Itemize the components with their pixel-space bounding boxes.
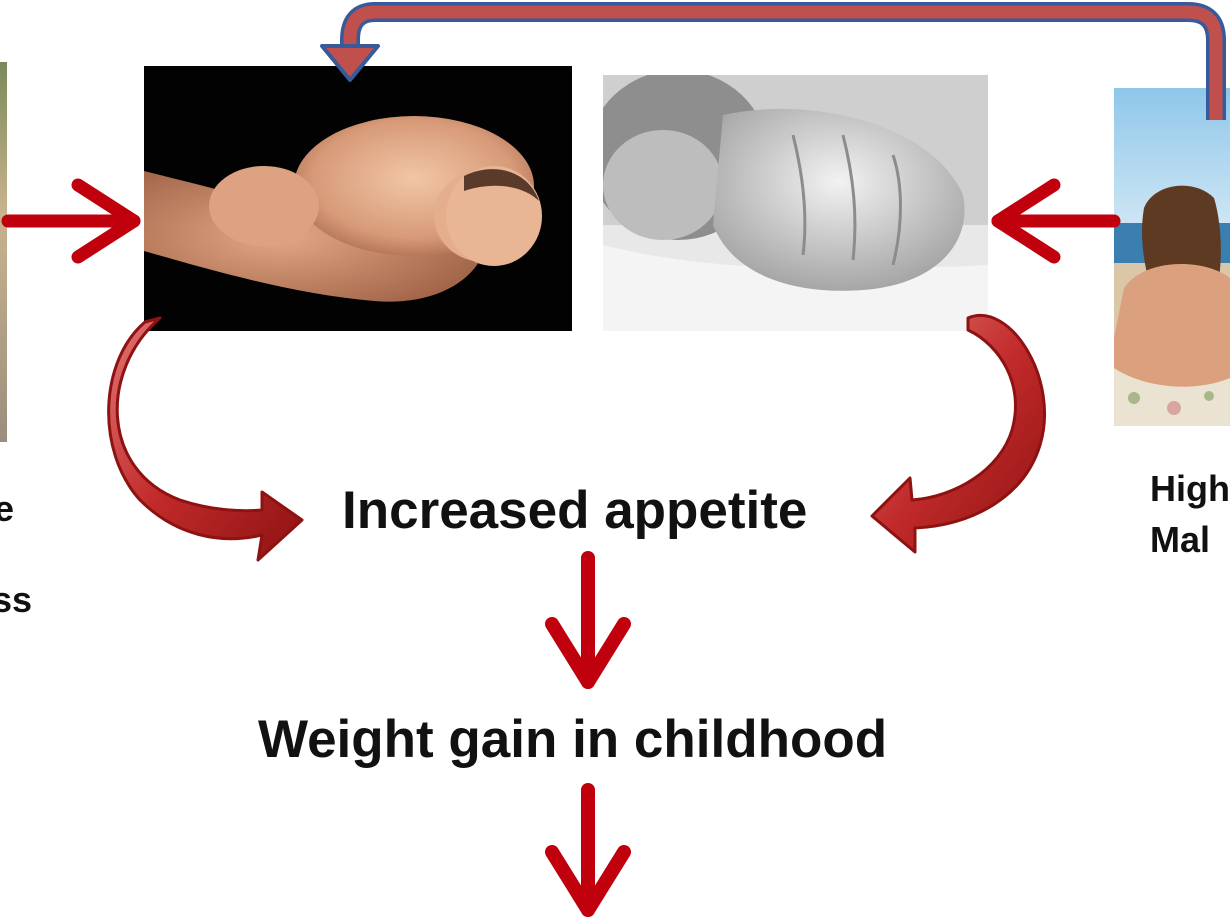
curved-arrow-icon — [109, 318, 302, 560]
right-label-line-2: Mal — [1150, 517, 1210, 563]
feedback-loop-arrow-icon — [322, 12, 1216, 120]
v-arrow-down-icon — [552, 558, 624, 682]
node-weight-gain-childhood: Weight gain in childhood — [258, 705, 887, 775]
curved-arrow-icon — [872, 315, 1045, 552]
left-label-line-1: e — [0, 486, 14, 532]
right-arrow-icon — [8, 185, 134, 257]
right-label-line-1: High — [1150, 466, 1230, 512]
v-arrow-down-icon — [552, 790, 624, 910]
left-arrow-icon — [998, 185, 1114, 257]
node-increased-appetite: Increased appetite — [342, 476, 807, 546]
left-label-line-2: ss — [0, 577, 32, 623]
